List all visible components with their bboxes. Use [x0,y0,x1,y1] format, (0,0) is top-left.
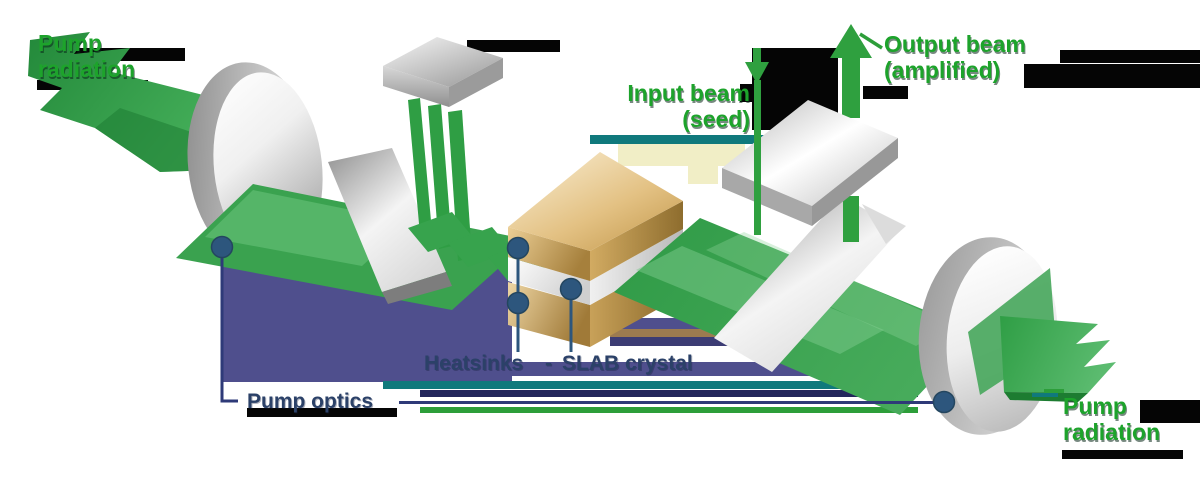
fold-mirror-top-box [383,37,503,107]
output-beam-lower-shaft [843,196,859,242]
label-line: radiation [38,56,136,82]
dark-artifact-blocks [37,40,1200,459]
label-slab-crystal: SLAB crystal [562,352,693,375]
label-line: Input beam [627,80,750,106]
connector-dots [210,235,956,414]
label-output-beam-amplified: Output beam (amplified) [884,31,1026,83]
label-line: radiation [1063,419,1161,445]
multipass-beam-stripes [408,98,552,281]
label-line: Output beam [884,31,1026,57]
dot-heatsink-top [506,236,530,260]
label-separator-dash: - [545,352,552,375]
crystal-assembly [508,152,683,347]
label-pump-radiation-bottom-right: Pump radiation [1063,393,1160,445]
seed-beam-down-arrow [745,48,769,235]
label-line: (amplified) [884,57,1001,83]
dot-heatsink-bottom [506,291,530,315]
fold-mirror-lower-left [328,148,452,304]
fold-mirror-upper-slab [722,100,898,226]
dot-left-mirror [210,235,234,259]
output-beam-up-arrow [830,24,872,118]
dot-right-mirror [932,390,956,414]
label-line: Pump [1063,393,1127,419]
label-heatsinks: Heatsinks [424,352,524,375]
heatsink-top-block [508,227,590,281]
dot-slab-crystal [559,277,583,301]
label-input-beam-seed: Input beam (seed) [555,80,750,132]
pump-beam-top-left [28,32,215,172]
label-line: Pump [38,30,102,56]
label-pump-optics: Pump optics [247,390,374,413]
label-pump-radiation-top-left: Pump radiation [38,30,135,82]
label-line: (seed) [682,106,750,132]
